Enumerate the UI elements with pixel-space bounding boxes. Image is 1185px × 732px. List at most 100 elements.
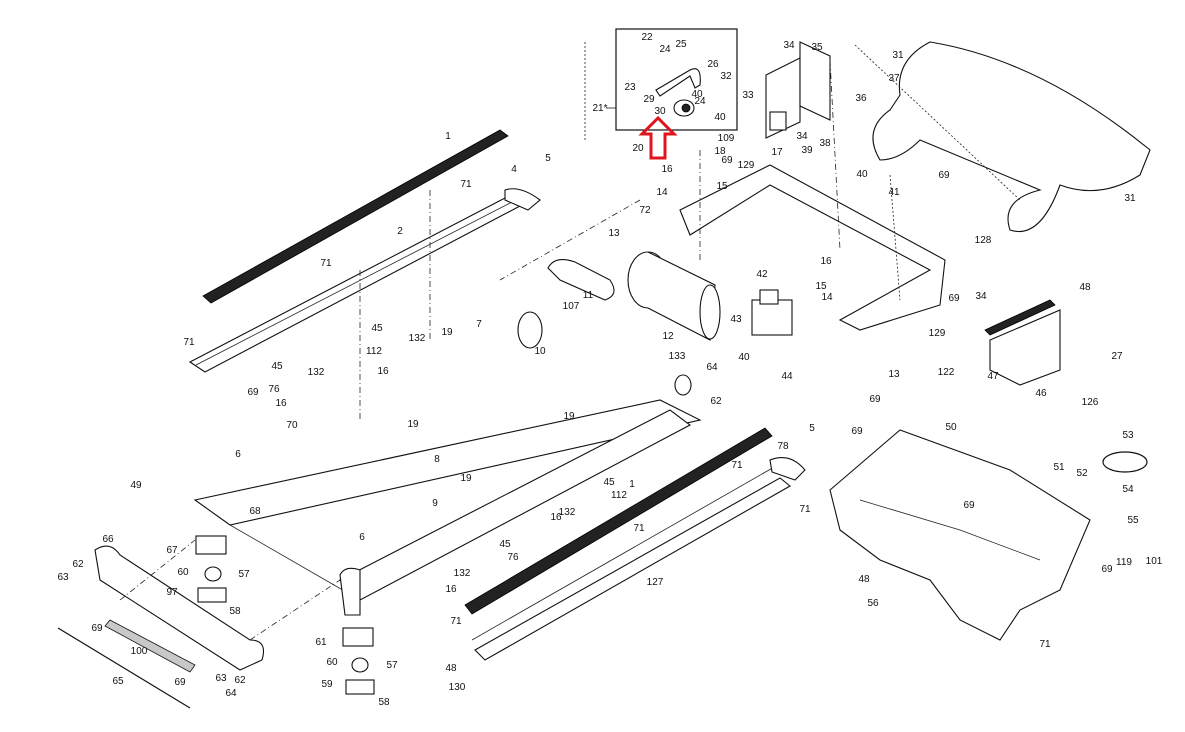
part-callout: 16 <box>275 398 287 409</box>
part-callout: 69 <box>851 426 863 437</box>
part-callout: 35 <box>811 42 823 53</box>
part-callout: 132 <box>559 507 576 518</box>
part-callout: 71 <box>1039 639 1051 650</box>
part-callout: 76 <box>507 552 519 563</box>
part-callout: 71 <box>633 523 645 534</box>
part-callout: 97 <box>166 587 178 598</box>
part-callout: 128 <box>975 235 992 246</box>
rear-strip <box>104 619 196 673</box>
part-callout: 130 <box>449 682 466 693</box>
part-callout: 45 <box>371 323 383 334</box>
part-callout: 43 <box>730 314 742 325</box>
part-callout: 126 <box>1082 397 1099 408</box>
part-callout: 71 <box>731 460 743 471</box>
part-callout: 61 <box>315 637 327 648</box>
part-callout: 1 <box>445 131 451 142</box>
highlight-arrow-icon <box>638 115 678 160</box>
rear-rail <box>57 627 191 709</box>
part-callout: 63 <box>215 673 227 684</box>
part-callout: 66 <box>102 534 114 545</box>
part-callout: 45 <box>271 361 283 372</box>
part-callout: 132 <box>454 568 471 579</box>
part-callout: 31 <box>1124 193 1136 204</box>
part-callout: 71 <box>460 179 472 190</box>
part-callout: 101 <box>1146 556 1163 567</box>
part-callout: 127 <box>647 577 664 588</box>
part-callout: 15 <box>815 281 827 292</box>
part-callout: 69 <box>948 293 960 304</box>
part-callout: 5 <box>545 153 551 164</box>
part-callout: 24 <box>694 96 706 107</box>
part-callout: 49 <box>130 480 142 491</box>
part-callout: 8 <box>434 454 440 465</box>
part-callout: 122 <box>938 367 955 378</box>
part-callout: 40 <box>856 169 868 180</box>
part-callout: 2 <box>397 226 403 237</box>
part-callout: 11 <box>583 290 594 301</box>
walking-belt-strip <box>202 129 509 304</box>
part-callout: 129 <box>929 328 946 339</box>
part-callout: 50 <box>945 422 957 433</box>
frame-left-side <box>193 399 702 526</box>
part-callout: 16 <box>661 164 673 175</box>
part-callout: 47 <box>987 371 999 382</box>
part-callout: 15 <box>716 181 728 192</box>
part-callout: 60 <box>326 657 338 668</box>
part-callout: 60 <box>177 567 189 578</box>
part-callout: 62 <box>710 396 722 407</box>
part-callout: 34 <box>783 40 795 51</box>
part-callout: 37 <box>888 73 900 84</box>
part-callout: 38 <box>819 138 831 149</box>
bracket <box>989 309 1061 386</box>
part-callout: 5 <box>809 423 815 434</box>
part-callout: 112 <box>611 490 627 501</box>
part-callout: 69 <box>91 623 103 634</box>
right-rail <box>474 477 791 661</box>
part-callout: 40 <box>738 352 750 363</box>
part-callout: 22 <box>641 32 653 43</box>
part-callout: 65 <box>112 676 124 687</box>
base-frame <box>829 429 1091 641</box>
part-callout: 9 <box>432 498 438 509</box>
part-callout: 71 <box>799 504 811 515</box>
power-cord <box>1102 451 1148 473</box>
part-callout: 19 <box>563 411 575 422</box>
part-callout: 69 <box>174 677 186 688</box>
part-callout: 24 <box>659 44 671 55</box>
part-callout: 13 <box>888 369 900 380</box>
part-callout: 53 <box>1122 430 1134 441</box>
part-callout: 52 <box>1076 468 1088 479</box>
part-callout: 78 <box>777 441 789 452</box>
part-callout: 67 <box>166 545 178 556</box>
part-callout: 51 <box>1053 462 1065 473</box>
part-callout: 6 <box>235 449 241 460</box>
part-callout: 40 <box>714 112 726 123</box>
part-callout: 10 <box>534 346 546 357</box>
part-callout: 71 <box>320 258 332 269</box>
part-callout: 119 <box>1116 557 1132 568</box>
part-callout: 16 <box>377 366 389 377</box>
part-callout: 31 <box>892 50 904 61</box>
part-callout: 34 <box>796 131 808 142</box>
part-callout: 1 <box>629 479 635 490</box>
part-callout: 69 <box>1101 564 1113 575</box>
part-callout: 19 <box>460 473 472 484</box>
part-callout: 59 <box>321 679 333 690</box>
part-callout: 26 <box>707 59 719 70</box>
part-callout: 32 <box>720 71 732 82</box>
part-callout: 25 <box>675 39 687 50</box>
board-mount-plate <box>799 41 831 121</box>
part-callout: 68 <box>249 506 261 517</box>
part-callout: 133 <box>669 351 686 362</box>
part-callout: 6 <box>359 532 365 543</box>
part-callout: 69 <box>938 170 950 181</box>
part-callout: 23 <box>624 82 636 93</box>
part-callout: 13 <box>608 228 620 239</box>
roller-bearing <box>674 374 692 396</box>
part-callout: 55 <box>1127 515 1139 526</box>
part-callout: 41 <box>888 187 900 198</box>
part-callout: 33 <box>742 90 754 101</box>
part-callout: 57 <box>386 660 398 671</box>
